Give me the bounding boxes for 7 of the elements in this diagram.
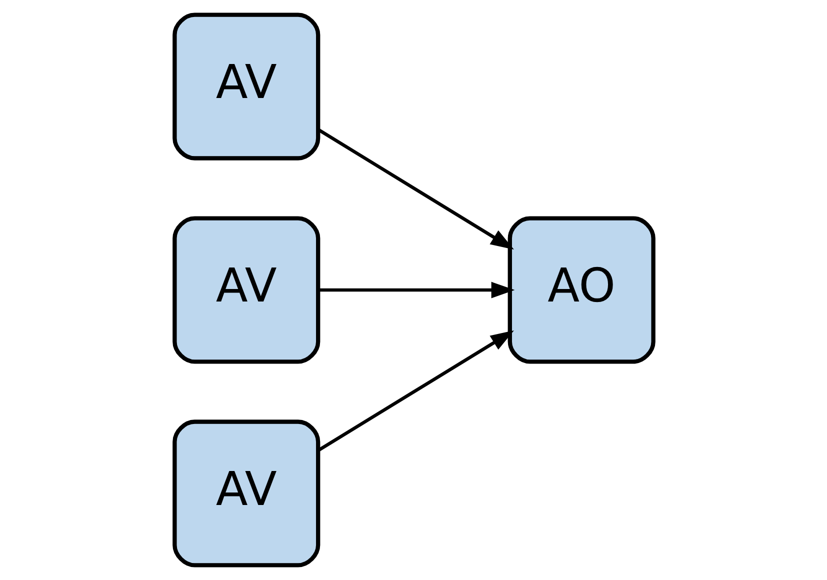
arrow [317,128,514,250]
arrow [318,282,514,298]
node-box: AV [172,12,320,160]
node-box: AO [507,216,655,364]
node-box: AV [172,420,320,568]
node-box: AV [172,216,320,364]
arrow [317,330,514,452]
